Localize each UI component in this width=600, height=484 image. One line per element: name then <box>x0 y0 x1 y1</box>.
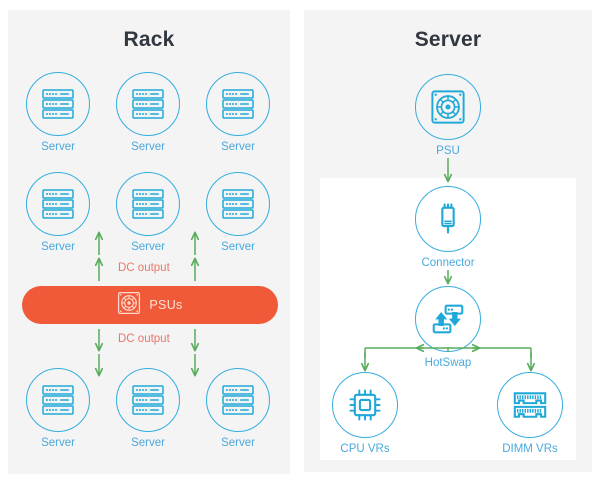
rack-server-node[interactable]: Server <box>108 172 188 254</box>
rack-server-node[interactable]: Server <box>108 368 188 450</box>
node-label: Server <box>131 141 165 153</box>
cpu-chip-icon <box>332 372 398 438</box>
rack-panel-title: Rack <box>123 28 175 51</box>
server-panel-title: Server <box>414 28 482 51</box>
psu-fan-icon <box>117 291 141 320</box>
server-rack-icon <box>116 172 180 236</box>
node-label: Server <box>221 141 255 153</box>
connector-plug-icon <box>415 186 481 252</box>
dimm-memory-icon <box>497 372 563 438</box>
node-label: Server <box>131 437 165 449</box>
server-rack-icon <box>26 368 90 432</box>
rack-server-node[interactable]: Server <box>18 172 98 254</box>
node-label: DIMM VRs <box>502 443 558 455</box>
server-rack-icon <box>116 72 180 136</box>
server-rack-icon <box>116 368 180 432</box>
rack-server-node[interactable]: Server <box>198 368 278 450</box>
rack-server-node[interactable]: Server <box>18 72 98 154</box>
node-label: Server <box>221 437 255 449</box>
node-label: Connector <box>421 257 475 269</box>
psu-bar[interactable]: PSUs <box>22 286 278 324</box>
node-label: Server <box>131 241 165 253</box>
psu-fan-icon <box>415 74 481 140</box>
server-rack-icon <box>26 172 90 236</box>
node-label: Server <box>41 241 75 253</box>
server-node-connector[interactable]: Connector <box>408 186 488 270</box>
server-rack-icon <box>26 72 90 136</box>
server-node-dimm-vrs[interactable]: DIMM VRs <box>490 372 570 456</box>
rack-server-node[interactable]: Server <box>198 72 278 154</box>
node-label: Server <box>41 437 75 449</box>
server-node-psu[interactable]: PSU <box>408 74 488 158</box>
rack-server-node[interactable]: Server <box>18 368 98 450</box>
node-label: PSU <box>436 145 460 157</box>
server-rack-icon <box>206 368 270 432</box>
rack-server-node[interactable]: Server <box>108 72 188 154</box>
dc-output-label-down: DC output <box>118 333 170 345</box>
dc-output-label-up: DC output <box>118 262 170 274</box>
node-label: CPU VRs <box>340 443 390 455</box>
node-label: Server <box>41 141 75 153</box>
node-label: Server <box>221 241 255 253</box>
hotswap-arrows-icon <box>415 286 481 352</box>
psu-bar-label: PSUs <box>149 298 183 312</box>
server-rack-icon <box>206 172 270 236</box>
node-label: HotSwap <box>424 357 472 369</box>
rack-server-node[interactable]: Server <box>198 172 278 254</box>
server-node-cpu-vrs[interactable]: CPU VRs <box>325 372 405 456</box>
server-rack-icon <box>206 72 270 136</box>
server-node-hotswap[interactable]: HotSwap <box>408 286 488 370</box>
